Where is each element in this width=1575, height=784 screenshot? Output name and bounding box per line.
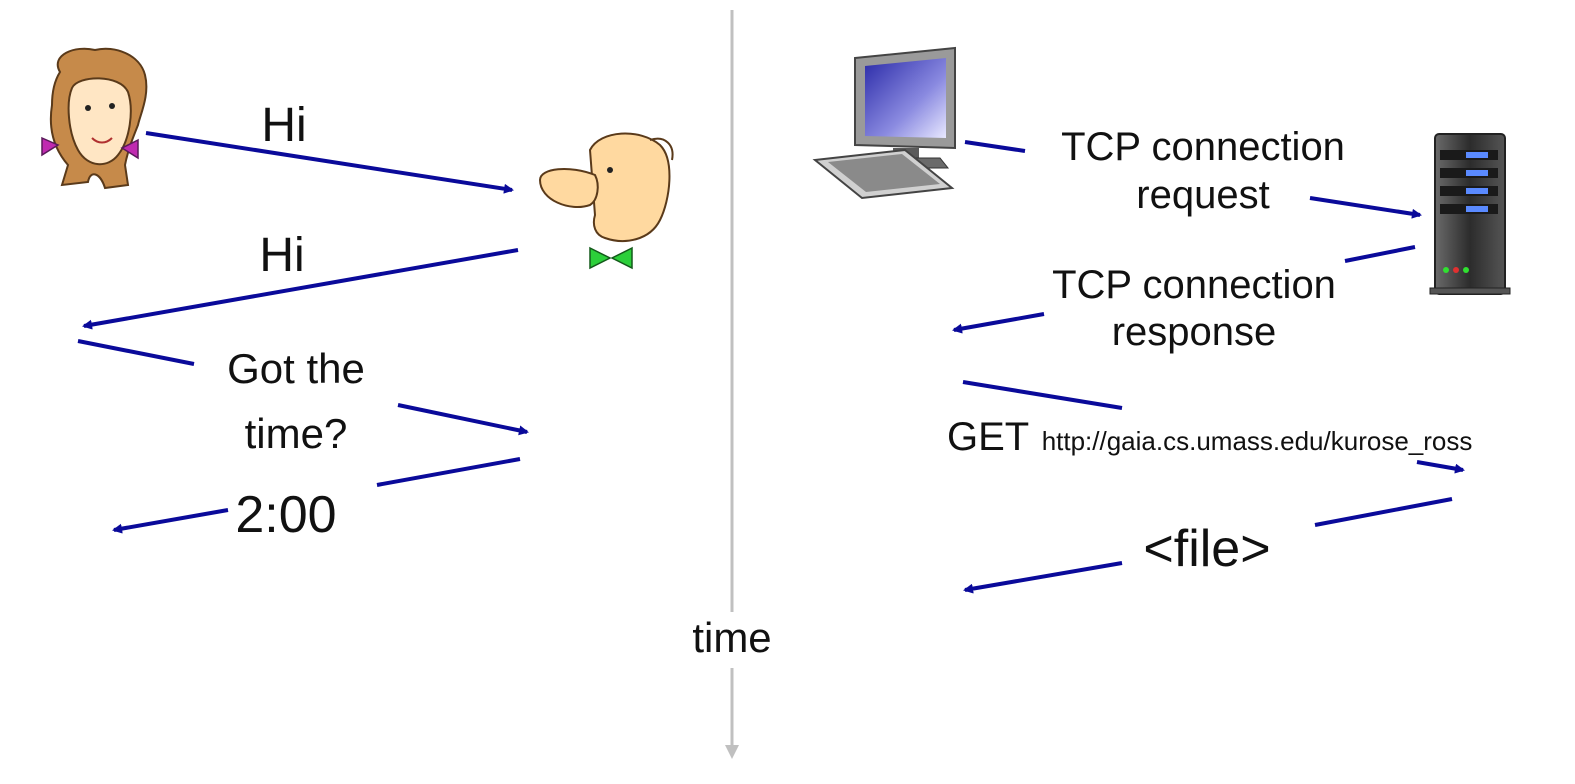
msg-got-time-line1: Got the <box>227 345 365 392</box>
arrow-reply-seg1 <box>376 457 521 487</box>
msg-got-time-line2: time? <box>245 410 348 457</box>
msg-tcp-response-line2: response <box>1112 310 1277 354</box>
arrow-hi-1 <box>145 131 514 194</box>
msg-reply: 2:00 <box>235 486 336 544</box>
arrow-tcp-response-seg2 <box>952 312 1045 334</box>
arrow-got-time-seg1 <box>77 339 195 366</box>
arrow-hi-2 <box>82 248 519 330</box>
msg-tcp-request-line1: TCP connection <box>1061 125 1345 169</box>
msg-get-url: http://gaia.cs.umass.edu/kurose_ross <box>1042 426 1473 456</box>
arrow-get-seg1 <box>962 380 1123 410</box>
arrow-file-seg2 <box>963 561 1123 594</box>
timeline: time <box>692 10 772 759</box>
arrow-reply-seg2 <box>112 508 229 534</box>
msg-hi-2: Hi <box>259 229 304 282</box>
server-icon <box>1429 133 1511 295</box>
man-icon <box>538 132 674 270</box>
computer-icon <box>812 46 956 200</box>
msg-file: <file> <box>1143 520 1270 578</box>
timeline-label: time <box>692 614 771 661</box>
arrow-file-seg1 <box>1314 497 1453 527</box>
msg-hi-1: Hi <box>261 99 306 152</box>
msg-get-line: GET http://gaia.cs.umass.edu/kurose_ross <box>947 415 1472 459</box>
arrow-tcp-request-seg1 <box>964 140 1026 153</box>
girl-icon <box>41 47 148 190</box>
arrow-tcp-request-seg2 <box>1309 196 1422 219</box>
msg-tcp-request-line2: request <box>1136 173 1269 217</box>
arrow-get-seg2 <box>1416 460 1465 474</box>
arrow-got-time-seg2 <box>397 403 529 436</box>
msg-tcp-response-line1: TCP connection <box>1052 263 1336 307</box>
arrow-tcp-response-seg1 <box>1344 245 1416 263</box>
msg-get-method: GET <box>947 415 1029 459</box>
